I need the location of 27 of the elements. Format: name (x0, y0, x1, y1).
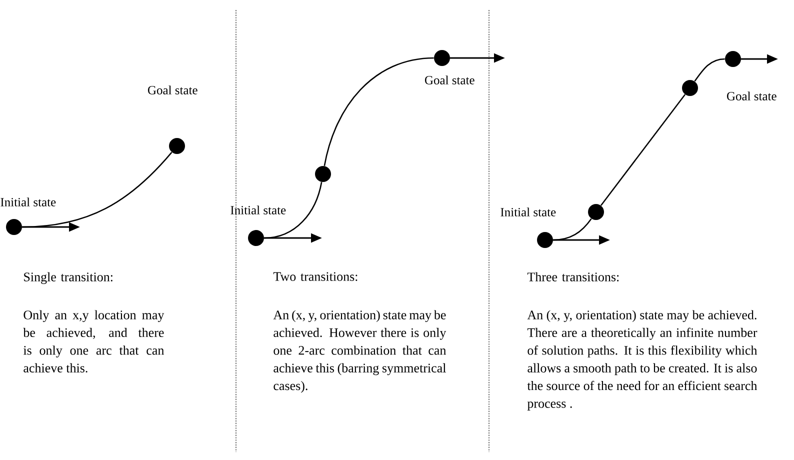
state-label: Initial state (230, 206, 286, 214)
path-arc (553, 218, 592, 241)
panel-heading: Three transitions: (527, 272, 619, 282)
state-dot (725, 51, 742, 67)
state-dot (6, 219, 22, 235)
state-label: Goal state (425, 76, 474, 84)
state-label: Initial state (0, 198, 56, 206)
state-dot (682, 80, 698, 96)
panel-heading: Single transition: (24, 272, 112, 284)
state-dot (537, 232, 553, 248)
description-text: Only an x,y location may be achieved, and there is only one arc that can achieve this. (23, 310, 164, 373)
path-arc (600, 94, 686, 206)
path-arc (694, 58, 725, 82)
state-dot (434, 50, 450, 66)
state-dot (169, 138, 185, 154)
path-arc (324, 57, 434, 166)
state-dot (588, 204, 604, 220)
state-label: Goal state (727, 92, 776, 100)
description-text: An (x, y, orientation) state may be achieved. However there is only one 2-arc combination that can achieve this (barring symmetrical cases). (273, 310, 446, 393)
state-dot (315, 166, 331, 182)
state-dot (248, 230, 264, 246)
path-arc (264, 182, 322, 239)
path-arc (22, 152, 172, 228)
description-text: An (x, y, orientation) state may be achieved. There are a theoretically an infinite number of solution paths. It is this flexibility which allows a smooth path to be created. It is also the source of the need for an efficient search process . (527, 310, 758, 410)
state-label: Goal state (148, 86, 198, 94)
panel-heading: Two transitions: (273, 272, 358, 281)
state-label: Initial state (500, 208, 556, 216)
